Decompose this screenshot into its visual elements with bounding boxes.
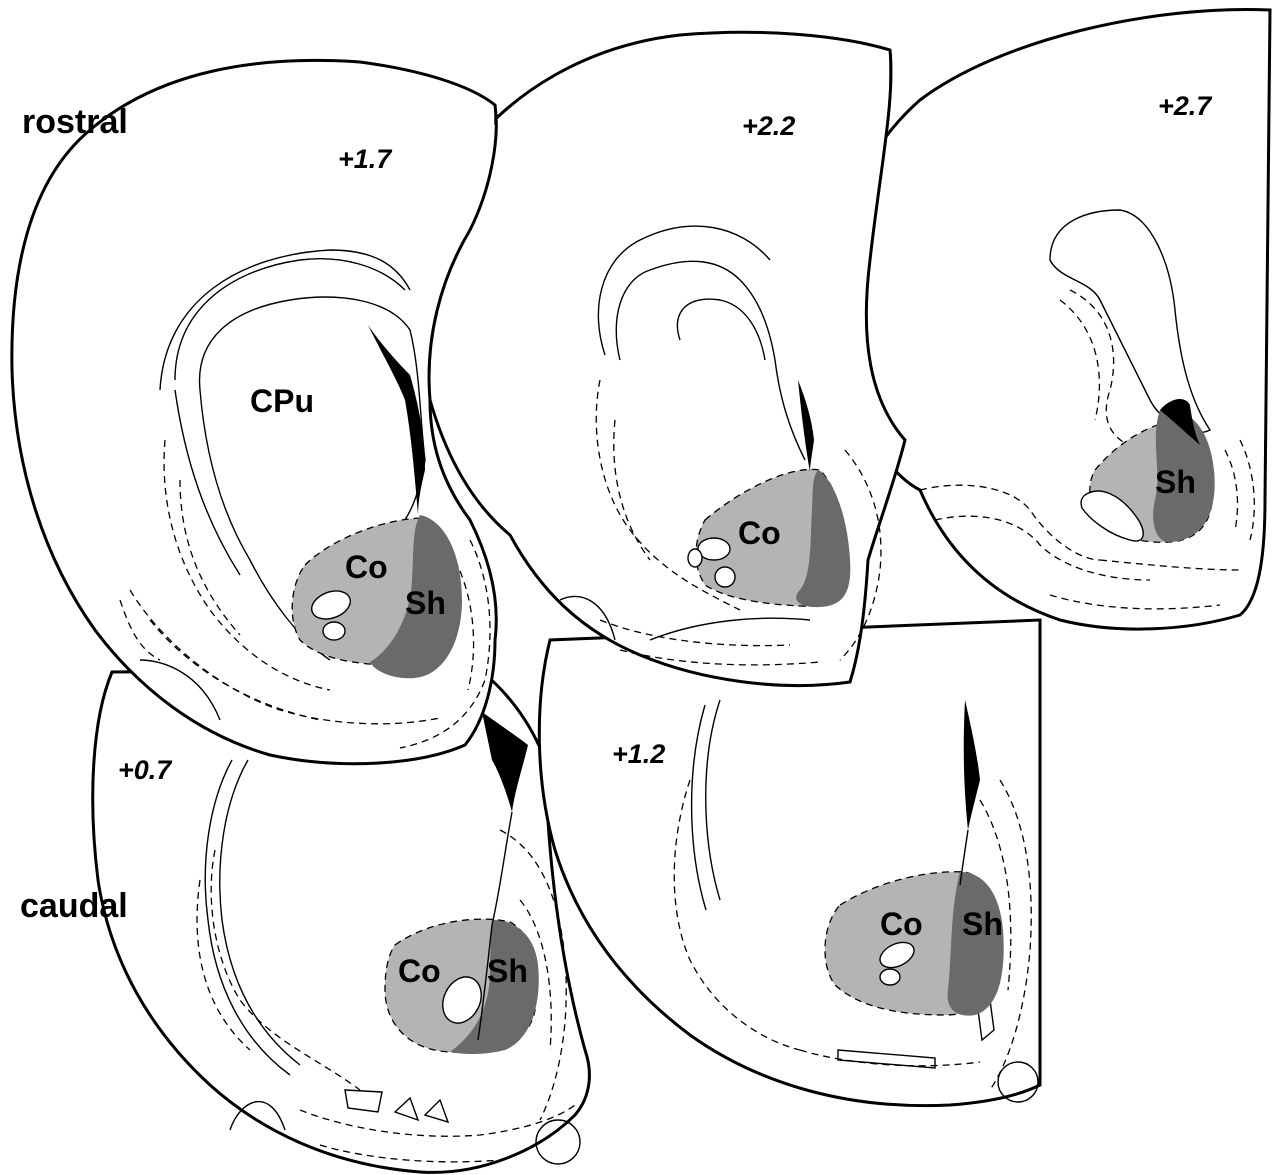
section-0-7-shell-label: Sh xyxy=(487,953,528,989)
section-1-2-shell-label: Sh xyxy=(962,906,1003,942)
section-0-7-coordinate: +0.7 xyxy=(118,755,173,785)
section-1-2-outline xyxy=(539,620,1040,1106)
section-2-7-shell-label: Sh xyxy=(1155,464,1196,500)
section-2-7-coordinate: +2.7 xyxy=(1158,91,1213,121)
rostral-label: rostral xyxy=(22,103,128,141)
section-2-2-commissure-c xyxy=(715,567,735,587)
section-2-2-coordinate: +2.2 xyxy=(742,111,795,141)
section-1-7-commissure-b xyxy=(323,622,345,640)
section-2-2-commissure-a xyxy=(698,538,730,560)
section-2-2-core-label: Co xyxy=(738,515,781,551)
section-1-2-core-label: Co xyxy=(880,906,923,942)
section-plus-2-7: +2.7 Sh xyxy=(835,10,1270,630)
section-plus-1-2: +1.2 Co Sh xyxy=(539,620,1040,1106)
section-1-2-coordinate: +1.2 xyxy=(612,739,665,769)
section-plus-1-7: +1.7 CPu Co Sh xyxy=(12,60,496,763)
section-2-2-commissure-b xyxy=(688,549,702,567)
section-1-2-commissure-b xyxy=(880,969,900,985)
section-1-7-coordinate: +1.7 xyxy=(338,144,393,174)
section-1-7-core-label: Co xyxy=(345,549,388,585)
section-0-7-core-label: Co xyxy=(398,953,441,989)
section-1-7-cpu-label: CPu xyxy=(250,383,314,419)
caudal-label: caudal xyxy=(20,887,128,925)
section-1-7-shell-label: Sh xyxy=(405,585,446,621)
